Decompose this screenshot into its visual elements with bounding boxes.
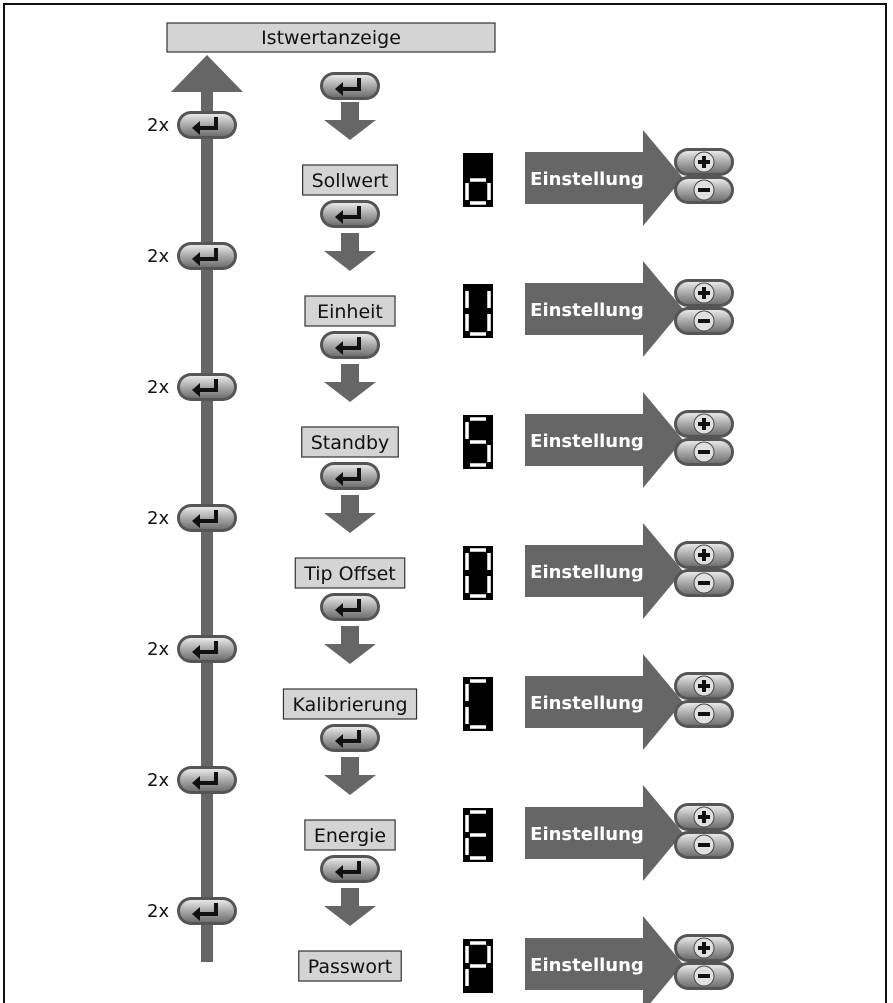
enter-key-icon xyxy=(320,724,380,752)
enter-key-icon xyxy=(320,855,380,883)
arrow-down-icon xyxy=(324,364,376,402)
menu-item-kalibrierung-label: Kalibrierung xyxy=(292,694,407,716)
menu-item-passwort-label: Passwort xyxy=(308,956,392,978)
einstellung-label: Einstellung xyxy=(530,169,644,190)
segment-display-S xyxy=(463,415,493,469)
minus-key-icon xyxy=(674,569,734,597)
return-multiplier: 2x xyxy=(147,115,169,136)
minus-key-icon xyxy=(674,962,734,990)
minus-key-icon xyxy=(674,438,734,466)
einstellung-label: Einstellung xyxy=(530,824,644,845)
enter-key-icon xyxy=(177,242,237,270)
einstellung-label: Einstellung xyxy=(530,300,644,321)
arrow-down-icon xyxy=(324,626,376,664)
einstellung-label: Einstellung xyxy=(530,693,644,714)
menu-item-standby-label: Standby xyxy=(311,432,390,454)
menu-item-standby: Standby xyxy=(301,426,399,458)
arrow-right-icon: Einstellung xyxy=(525,130,683,226)
arrow-down-icon xyxy=(324,495,376,533)
arrow-down-icon xyxy=(324,102,376,140)
arrow-right-icon: Einstellung xyxy=(525,523,683,619)
menu-item-passwort: Passwort xyxy=(298,950,402,982)
enter-key-icon xyxy=(320,200,380,228)
menu-item-kalibrierung: Kalibrierung xyxy=(282,688,418,720)
arrow-down-icon xyxy=(324,757,376,795)
menu-item-einheit: Einheit xyxy=(304,295,396,327)
plus-key-icon xyxy=(674,541,734,569)
arrow-right-icon: Einstellung xyxy=(525,654,683,750)
einstellung-label: Einstellung xyxy=(530,955,644,976)
segment-display-C xyxy=(463,677,493,731)
arrow-right-icon: Einstellung xyxy=(525,392,683,488)
enter-key-icon xyxy=(177,111,237,139)
enter-key-icon xyxy=(320,331,380,359)
enter-key-icon xyxy=(177,897,237,925)
return-multiplier: 2x xyxy=(147,246,169,267)
enter-key-icon xyxy=(177,766,237,794)
arrow-right-icon: Einstellung xyxy=(525,261,683,357)
arrow-down-icon xyxy=(324,233,376,271)
menu-item-einheit-label: Einheit xyxy=(317,301,383,323)
arrow-right-icon: Einstellung xyxy=(525,785,683,881)
enter-key-icon xyxy=(177,504,237,532)
return-multiplier: 2x xyxy=(147,377,169,398)
einstellung-label: Einstellung xyxy=(530,431,644,452)
return-multiplier: 2x xyxy=(147,770,169,791)
plus-key-icon xyxy=(674,410,734,438)
return-multiplier: 2x xyxy=(147,508,169,529)
segment-display-O xyxy=(463,546,493,600)
segment-display-U xyxy=(463,284,493,338)
plus-key-icon xyxy=(674,148,734,176)
enter-key-icon xyxy=(320,462,380,490)
plus-key-icon xyxy=(674,934,734,962)
minus-key-icon xyxy=(674,831,734,859)
return-multiplier: 2x xyxy=(147,901,169,922)
minus-key-icon xyxy=(674,176,734,204)
enter-key-icon xyxy=(320,72,380,100)
enter-key-icon xyxy=(320,593,380,621)
arrow-down-icon xyxy=(324,888,376,926)
menu-item-tip-offset-label: Tip Offset xyxy=(303,563,395,585)
segment-display-o xyxy=(463,153,493,207)
menu-item-energie: Energie xyxy=(304,819,396,851)
plus-key-icon xyxy=(674,672,734,700)
plus-key-icon xyxy=(674,803,734,831)
enter-key-icon xyxy=(177,635,237,663)
menu-item-tip-offset: Tip Offset xyxy=(294,557,406,589)
einstellung-label: Einstellung xyxy=(530,562,644,583)
menu-item-energie-label: Energie xyxy=(314,825,386,847)
actual-value-display-box: Istwertanzeige xyxy=(166,22,496,53)
segment-display-E xyxy=(463,808,493,862)
arrow-right-icon: Einstellung xyxy=(525,916,683,1003)
segment-display-P xyxy=(463,939,493,993)
minus-key-icon xyxy=(674,307,734,335)
minus-key-icon xyxy=(674,700,734,728)
diagram-frame xyxy=(3,3,887,1003)
header-title: Istwertanzeige xyxy=(261,27,401,49)
enter-key-icon xyxy=(177,373,237,401)
arrow-up-icon xyxy=(171,55,243,92)
menu-item-sollwert-label: Sollwert xyxy=(312,170,389,192)
menu-item-sollwert: Sollwert xyxy=(302,164,398,196)
plus-key-icon xyxy=(674,279,734,307)
return-multiplier: 2x xyxy=(147,639,169,660)
